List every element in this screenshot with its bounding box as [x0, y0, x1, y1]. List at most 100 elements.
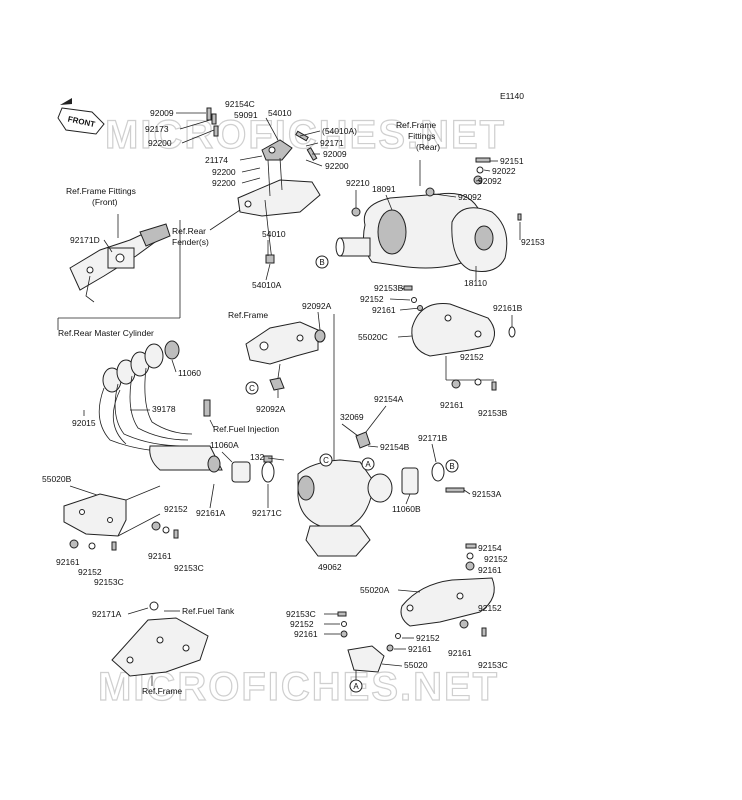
- label-54010: 54010: [262, 229, 286, 239]
- svg-text:A: A: [353, 682, 359, 691]
- label-92092A-bottom: 92092A: [256, 404, 286, 414]
- diagram-code: E1140: [500, 91, 524, 101]
- label-92161A: 92161A: [196, 508, 226, 518]
- label-92092-b: 92092: [458, 192, 482, 202]
- callout-a-top: A: [361, 457, 375, 471]
- label-39178: 39178: [152, 404, 176, 414]
- label-55020B: 55020B: [42, 474, 72, 484]
- label-11060: 11060: [178, 368, 201, 378]
- label-59091: 59091: [234, 110, 258, 120]
- label-92171A: 92171A: [92, 609, 122, 619]
- label-92153C-b: 92153C: [94, 577, 124, 587]
- svg-text:C: C: [323, 456, 329, 465]
- label-55020C: 55020C: [358, 332, 388, 342]
- label-92152-h: 92152: [416, 633, 440, 643]
- label-54010A: 54010A: [252, 280, 282, 290]
- label-11060A: 11060A: [210, 440, 239, 450]
- label-55020A: 55020A: [360, 585, 390, 595]
- frame-bracket-mid: [245, 321, 326, 391]
- label-92015: 92015: [72, 418, 96, 428]
- label-92171C: 92171C: [252, 508, 282, 518]
- ref-rear-master-cylinder: Ref.Rear Master Cylinder: [58, 328, 154, 338]
- label-92152-g: 92152: [478, 603, 502, 613]
- fuel-tank-bracket: [111, 601, 209, 677]
- label-32069: 32069: [340, 412, 364, 422]
- muffler-end-cap: [451, 207, 508, 272]
- svg-text:B: B: [319, 258, 324, 267]
- label-92173: 92173: [145, 124, 169, 134]
- label-92200-c: 92200: [325, 161, 349, 171]
- ref-frame-mid: Ref.Frame: [228, 310, 268, 320]
- label-92153C-d: 92153C: [478, 660, 508, 670]
- label-92161B: 92161B: [493, 303, 523, 313]
- svg-text:C: C: [249, 384, 255, 393]
- label-92152-e: 92152: [484, 554, 508, 564]
- label-92161-h: 92161: [448, 648, 472, 658]
- label-55020: 55020: [404, 660, 428, 670]
- callout-c-lower: C: [319, 453, 333, 467]
- label-92151: 92151: [500, 156, 524, 166]
- mid-pipe-assembly: [231, 431, 445, 527]
- rear-bracket-bolts: [351, 157, 522, 221]
- label-92161-f: 92161: [478, 565, 502, 575]
- label-92161-b: 92161: [440, 400, 464, 410]
- label-92152: 92152: [360, 294, 384, 304]
- label-92153B: 92153B: [374, 283, 404, 293]
- label-92161-c: 92161: [148, 551, 172, 561]
- label-49062: 49062: [318, 562, 342, 572]
- ref-fuel-injection: Ref.Fuel Injection: [213, 424, 279, 434]
- label-92092: 92092: [478, 176, 502, 186]
- label-92152-b: 92152: [164, 504, 188, 514]
- label-92153A: 92153A: [472, 489, 502, 499]
- svg-text:B: B: [449, 462, 454, 471]
- label-92161: 92161: [372, 305, 396, 315]
- label-18110: 18110: [464, 278, 487, 288]
- label-92154A: 92154A: [374, 394, 404, 404]
- label-11060B: 11060B: [392, 504, 421, 514]
- label-92161-d: 92161: [56, 557, 80, 567]
- label-21174: 21174: [205, 155, 228, 165]
- label-92153B-b: 92153B: [478, 408, 508, 418]
- label-92009-b: 92009: [323, 149, 347, 159]
- ref-fuel-tank: Ref.Fuel Tank: [182, 606, 235, 616]
- rear-fender-bracket: [237, 139, 321, 264]
- ref-frame-fittings-front: Ref.Frame Fittings(Front): [66, 186, 136, 207]
- label-92009: 92009: [150, 108, 174, 118]
- label-92153C-c: 92153C: [286, 609, 316, 619]
- label-92154C: 92154C: [225, 99, 255, 109]
- label-92152-c: 92152: [460, 352, 484, 362]
- muffler-body: [335, 192, 484, 269]
- label-132: 132: [250, 452, 264, 462]
- label-92152-d: 92152: [78, 567, 102, 577]
- label-92171B: 92171B: [418, 433, 448, 443]
- callout-b-top: B: [315, 255, 329, 269]
- label-92200-b: 92200: [212, 167, 236, 177]
- callout-a-bottom: A: [349, 679, 363, 693]
- front-arrow-icon: FRONT: [57, 98, 105, 135]
- heat-guard-55020C: [411, 303, 495, 357]
- label-92152-f: 92152: [290, 619, 314, 629]
- label-92171: 92171: [320, 138, 344, 148]
- heat-guard-55020: [347, 645, 385, 673]
- label-92161-i: 92161: [408, 644, 432, 654]
- callout-c-mid: C: [245, 381, 259, 395]
- callout-b-mid: B: [445, 459, 459, 473]
- ref-frame-bottom: Ref.Frame: [142, 686, 182, 696]
- pre-chamber-49062: [305, 525, 371, 557]
- label-92161-g: 92161: [294, 629, 318, 639]
- label-92154: 92154: [478, 543, 502, 553]
- label-92153C: 92153C: [174, 563, 204, 573]
- rear-brake-pedal-assembly: [69, 223, 171, 303]
- label-92153: 92153: [521, 237, 545, 247]
- label-54010A-paren: (54010A): [322, 126, 357, 136]
- label-92200: 92200: [148, 138, 172, 148]
- svg-text:A: A: [365, 460, 371, 469]
- label-54010-paren: 54010: [268, 108, 292, 118]
- label-18091: 18091: [372, 184, 396, 194]
- label-92022: 92022: [492, 166, 516, 176]
- exhaust-header-pipes: [98, 340, 223, 473]
